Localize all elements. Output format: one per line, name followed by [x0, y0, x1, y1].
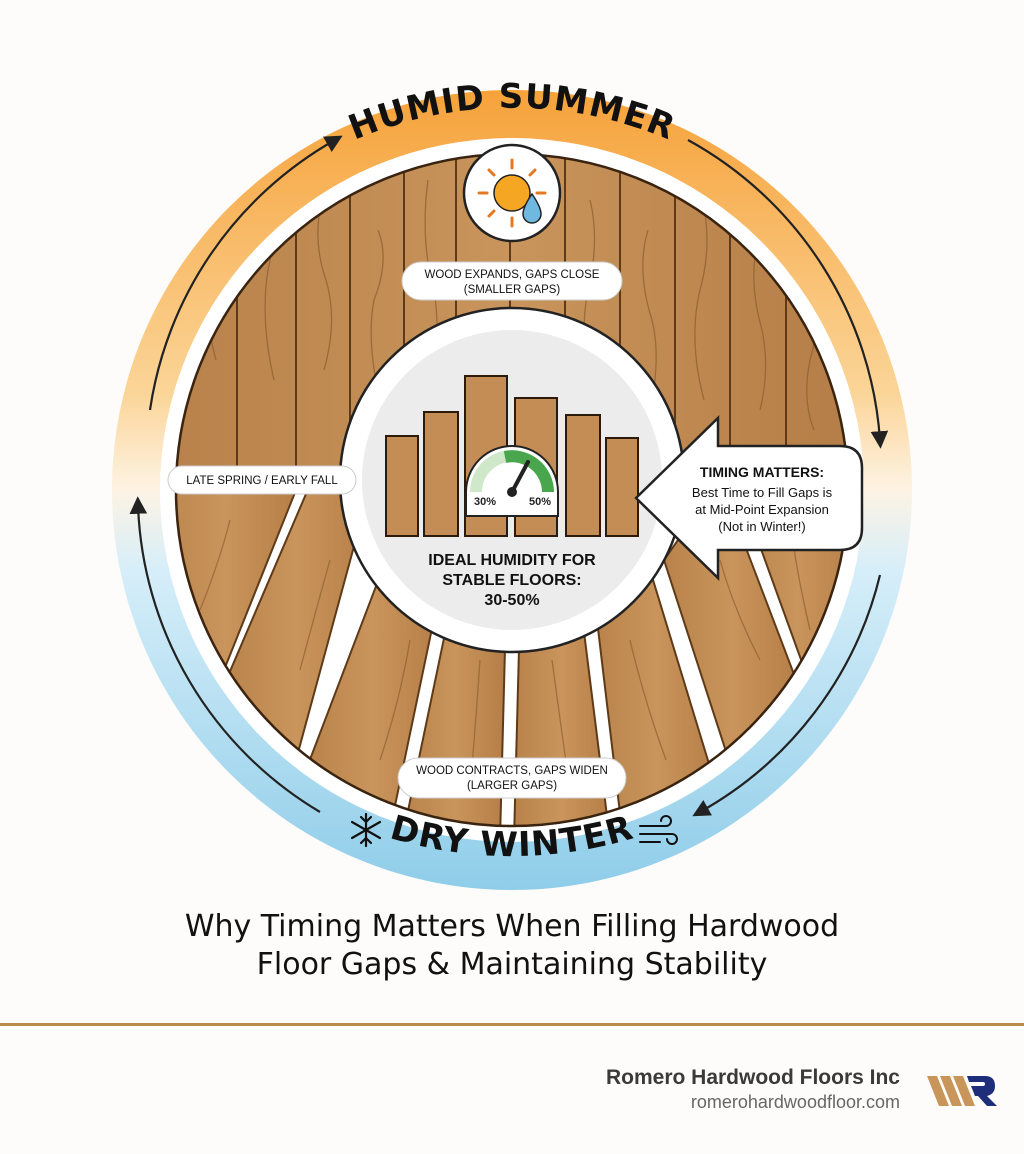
sun-with-droplet-icon	[462, 143, 562, 243]
summer-note-line-2: (SMALLER GAPS)	[464, 284, 561, 296]
cycle-arrow-icon	[129, 135, 889, 817]
caption-line-2: Floor Gaps & Maintaining Stability	[256, 947, 768, 982]
winter-note-line-1: WOOD CONTRACTS, GAPS WIDEN	[416, 765, 608, 777]
winter-note-pill	[397, 757, 627, 799]
callout-line-2: at Mid-Point Expansion	[695, 502, 829, 517]
transition-label: LATE SPRING / EARLY FALL	[186, 475, 338, 487]
summer-note-pill	[401, 261, 623, 301]
gauge-low-label: 30%	[474, 496, 496, 508]
company-name: Romero Hardwood Floors Inc	[605, 1066, 900, 1089]
gauge-high-label: 50%	[529, 496, 551, 508]
callout-title: TIMING MATTERS:	[700, 464, 824, 480]
company-url[interactable]: romerohardwoodfloor.com	[690, 1092, 900, 1112]
callout-line-3: (Not in Winter!)	[718, 519, 805, 534]
center-line-1: IDEAL HUMIDITY FOR	[428, 552, 596, 569]
transition-pill	[167, 465, 357, 495]
footer-divider	[0, 1023, 1024, 1026]
center-line-2: STABLE FLOORS:	[442, 572, 581, 589]
winter-note-line-2: (LARGER GAPS)	[467, 780, 557, 792]
timing-callout-arrow	[634, 415, 864, 581]
company-logo	[927, 1076, 997, 1106]
callout-line-1: Best Time to Fill Gaps is	[692, 485, 833, 500]
snowflake-icon	[350, 812, 382, 848]
center-line-3: 30-50%	[484, 592, 539, 609]
wind-icon	[639, 815, 678, 845]
summer-note-line-1: WOOD EXPANDS, GAPS CLOSE	[425, 269, 600, 281]
caption-line-1: Why Timing Matters When Filling Hardwood	[184, 909, 840, 944]
humidity-gauge-icon	[465, 445, 559, 517]
